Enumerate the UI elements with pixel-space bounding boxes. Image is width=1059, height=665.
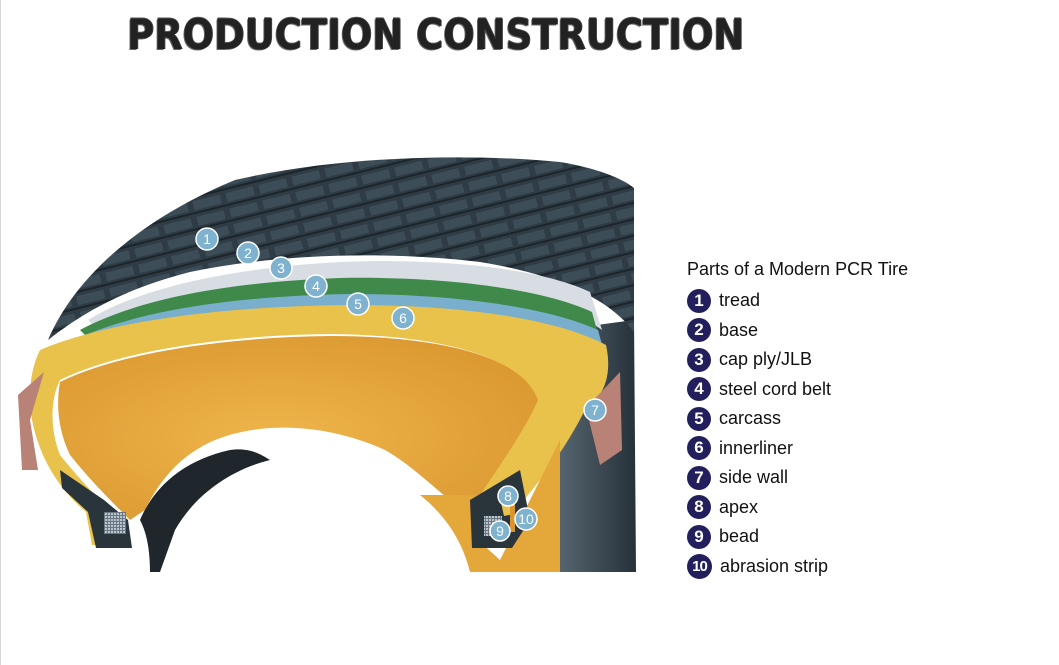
legend-label: bead (719, 526, 760, 547)
page-title: PRODUCTION CONSTRUCTION (127, 10, 745, 59)
cavity-lower (420, 440, 560, 572)
carcass-ply-layer (30, 305, 609, 545)
legend-badge: 3 (687, 347, 711, 372)
svg-text:10: 10 (518, 511, 534, 527)
inner-sidewall-shade (140, 449, 270, 572)
legend-badge: 8 (687, 495, 711, 520)
callout-9: 9 (489, 520, 511, 542)
legend-label: abrasion strip (720, 555, 829, 576)
left-border-line (0, 0, 1, 665)
tread-crown (48, 157, 634, 340)
callout-5: 5 (346, 292, 370, 316)
legend-badge: 4 (687, 377, 711, 402)
svg-text:4: 4 (312, 278, 320, 294)
svg-text:5: 5 (354, 296, 362, 312)
legend-item-cap-ply: 3 cap ply/JLB (687, 345, 1047, 375)
legend-item-apex: 8 apex (687, 493, 1047, 523)
legend-item-carcass: 5 carcass (687, 404, 1047, 434)
legend-item-base: 2 base (687, 316, 1047, 346)
callout-3: 3 (269, 256, 293, 280)
cap-ply-layer (88, 261, 602, 332)
steel-belt-layer (80, 277, 598, 342)
legend-label: innerliner (719, 437, 794, 458)
legend-badge: 6 (687, 436, 711, 461)
legend-label: apex (719, 496, 759, 517)
svg-text:8: 8 (504, 488, 512, 504)
legend-item-steel-cord-belt: 4 steel cord belt (687, 375, 1047, 405)
carcass-band-layer (70, 294, 604, 356)
parts-legend: Parts of a Modern PCR Tire 1 tread 2 bas… (687, 258, 1047, 581)
legend-item-tread: 1 tread (687, 286, 1047, 316)
legend-item-bead: 9 bead (687, 522, 1047, 552)
legend-item-abrasion-strip: 10 abrasion strip (687, 552, 1047, 582)
legend-label: tread (719, 290, 761, 311)
svg-text:6: 6 (399, 310, 407, 326)
legend-label: side wall (719, 467, 789, 488)
callout-6: 6 (391, 306, 415, 330)
legend-item-side-wall: 7 side wall (687, 463, 1047, 493)
svg-text:7: 7 (591, 402, 599, 418)
callout-10: 10 (514, 507, 538, 531)
legend-label: base (719, 319, 759, 340)
legend-badge: 5 (687, 406, 711, 431)
callout-2: 2 (236, 241, 260, 265)
side-wall-left (18, 372, 44, 470)
legend-label: steel cord belt (719, 378, 832, 399)
legend-badge: 2 (687, 318, 711, 343)
legend-title: Parts of a Modern PCR Tire (687, 259, 909, 279)
legend-label: carcass (719, 408, 782, 429)
legend-badge: 10 (687, 553, 712, 579)
svg-text:3: 3 (277, 260, 285, 276)
callout-7: 7 (583, 398, 607, 422)
callout-8: 8 (497, 485, 519, 507)
svg-text:1: 1 (203, 231, 211, 247)
side-wall-right (586, 372, 622, 465)
legend-badge: 9 (687, 524, 711, 549)
abrasion-strip-right (510, 506, 515, 532)
legend-label: cap ply/JLB (719, 349, 813, 370)
callout-1: 1 (195, 227, 219, 251)
callout-4: 4 (304, 274, 328, 298)
innerliner-cavity (58, 336, 538, 520)
svg-text:9: 9 (496, 523, 504, 539)
legend-badge: 7 (687, 465, 711, 490)
svg-text:2: 2 (244, 245, 252, 261)
legend-item-innerliner: 6 innerliner (687, 434, 1047, 464)
legend-badge: 1 (687, 288, 711, 313)
left-bead-core (104, 512, 126, 534)
